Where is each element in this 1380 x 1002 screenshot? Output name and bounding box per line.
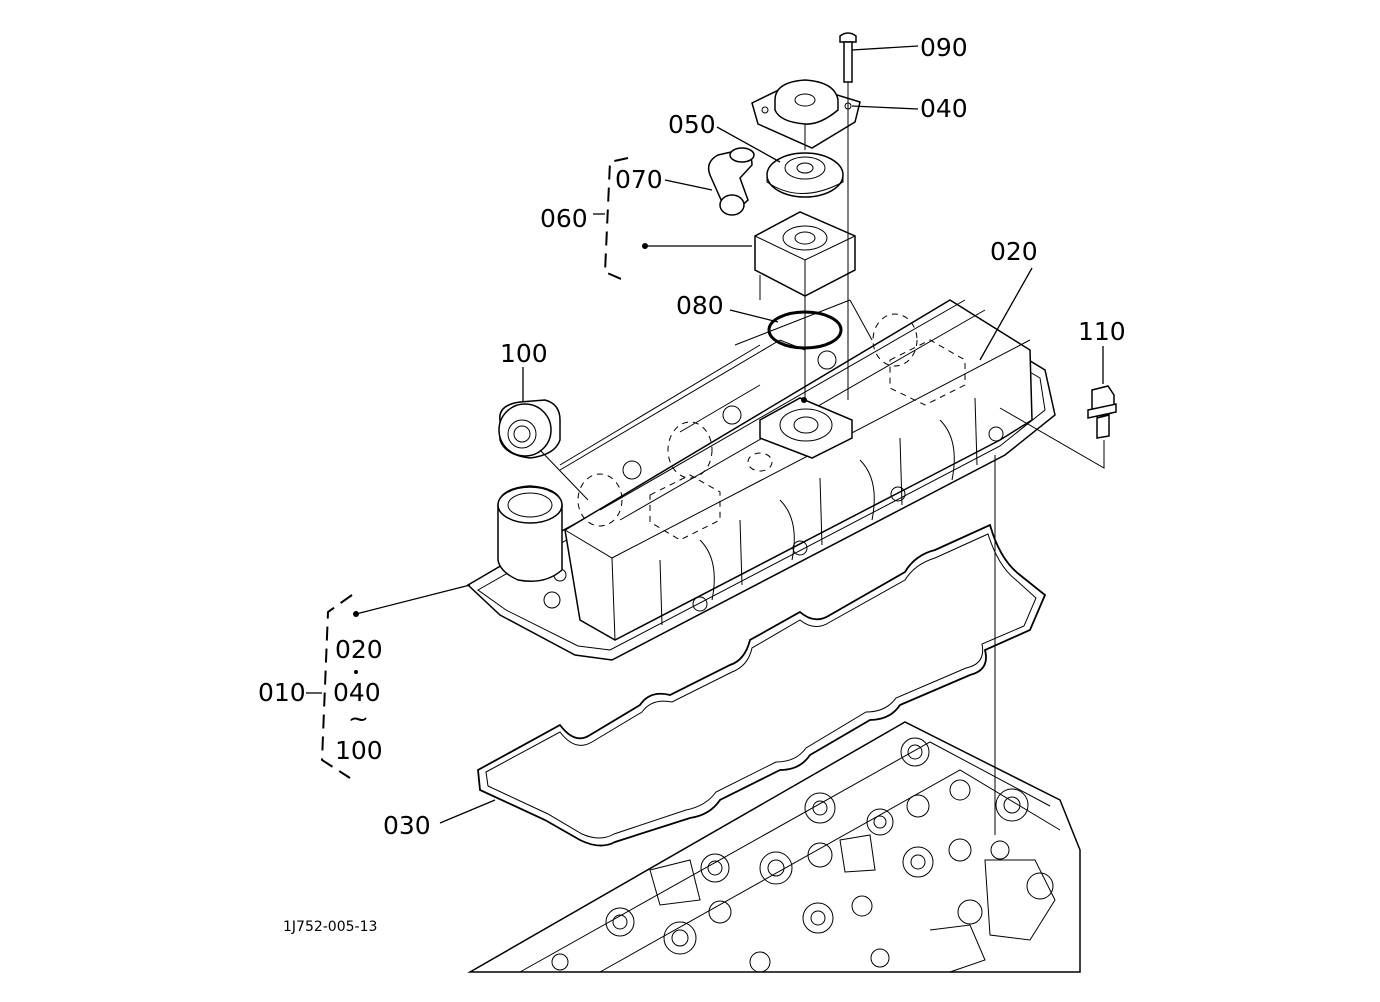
label-110: 110 [1078,317,1126,346]
breather-cover-040 [751,79,861,149]
breather-case [754,211,856,297]
head-cover-020 [466,299,1056,661]
label-020: 020 [990,237,1038,266]
diaphragm-050 [766,152,844,198]
group-label-020: 020 [335,635,383,664]
bolt-110 [1087,385,1117,439]
label-040: 040 [920,94,968,123]
gasket-030 [477,523,1047,847]
breather-pipe-070 [707,147,755,216]
leader-lines [355,45,1104,824]
label-010: 010 [258,678,306,707]
bracket-060 [593,157,629,283]
label-100: 100 [500,339,548,368]
group-separator: ~ [348,704,369,733]
drawing-code: 1J752-005-13 [283,919,377,935]
label-090: 090 [920,33,968,62]
label-030: 030 [383,811,431,840]
label-080: 080 [676,291,724,320]
group-label-100: 100 [335,736,383,765]
label-060: 060 [540,204,588,233]
assembly-lines [539,82,1105,835]
bracket-010 [306,594,358,779]
group-label-040: 040 [333,678,381,707]
cylinder-head [467,721,1081,973]
bolt-090 [839,32,857,83]
label-050: 050 [668,110,716,139]
label-070: 070 [615,165,663,194]
seal-100 [498,399,561,459]
